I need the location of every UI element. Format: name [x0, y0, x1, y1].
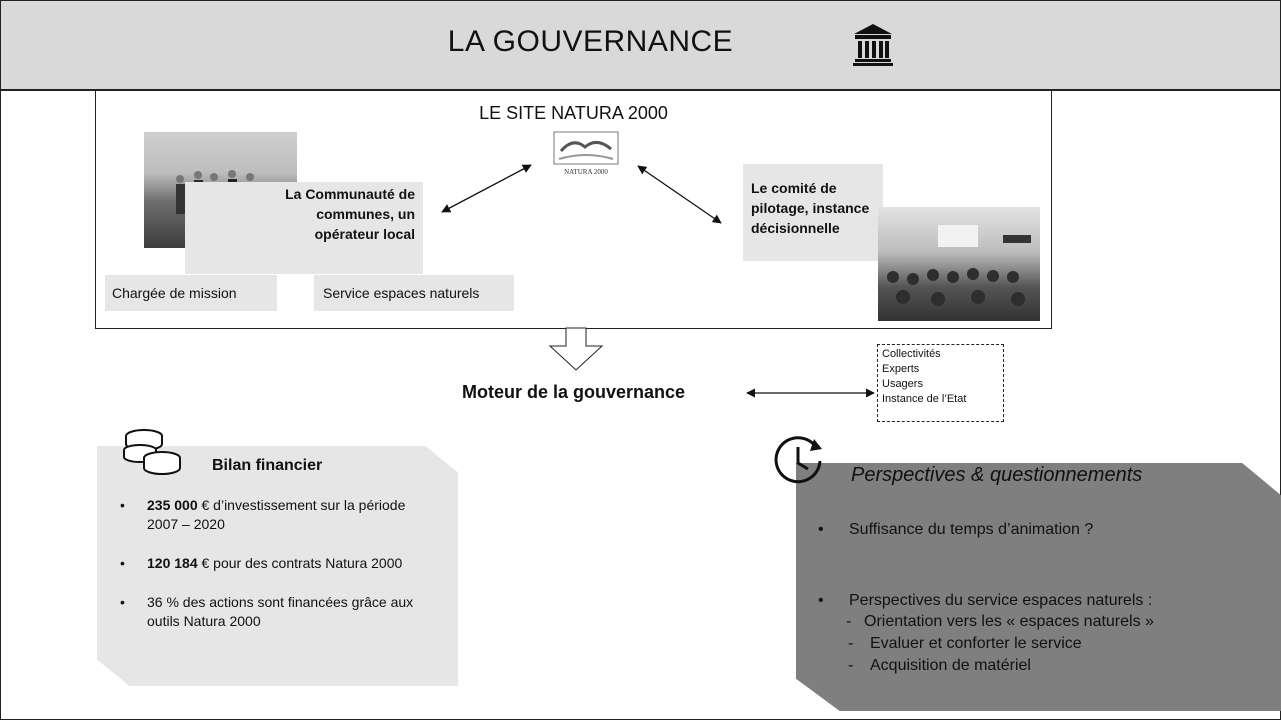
finance-amount: 235 000	[147, 497, 198, 513]
community-label-box: La Communauté de communes, un opérateur …	[185, 182, 423, 274]
finance-list: • 235 000 € d’investissement sur la péri…	[120, 496, 430, 651]
bullet: •	[120, 594, 125, 610]
finance-item: • 36 % des actions sont financées grâce …	[120, 593, 430, 631]
finance-text: € pour des contrats Natura 2000	[197, 555, 403, 571]
finance-item: • 120 184 € pour des contrats Natura 200…	[120, 554, 430, 573]
arrow-site-copil	[637, 165, 722, 224]
site-title: LE SITE NATURA 2000	[479, 103, 668, 123]
perspective-subitem: - Orientation vers les « espaces naturel…	[846, 613, 1154, 630]
perspective-text: Perspectives du service espaces naturels…	[849, 592, 1153, 609]
actor-item: Usagers	[882, 378, 923, 390]
perspective-subtext: Acquisition de matériel	[870, 657, 1031, 674]
steering-committee-label: Le comité de pilotage, instance décision…	[751, 180, 870, 236]
community-label: La Communauté de communes, un opérateur …	[285, 186, 415, 242]
clock-icon	[774, 436, 822, 484]
perspectives-list: • Suffisance du temps d’animation ? • Pe…	[818, 520, 1258, 677]
perspective-subitem: - Evaluer et conforter le service	[848, 635, 1082, 652]
natura-site-box: LE SITE NATURA 2000 NATURA 2000 La Commu…	[95, 90, 1052, 329]
actor-item: Instance de l’Etat	[882, 393, 967, 405]
finance-text: 36 % des actions sont financées grâce au…	[147, 594, 414, 629]
perspective-subtext: Orientation vers les « espaces naturels …	[864, 613, 1154, 630]
perspective-text: Suffisance du temps d’animation ?	[849, 521, 1094, 538]
actors-box: Collectivités Experts Usagers Instance d…	[877, 344, 1004, 422]
finance-title: Bilan financier	[212, 457, 323, 474]
perspectives-title: Perspectives & questionnements	[851, 464, 1143, 486]
perspective-subtext: Evaluer et conforter le service	[870, 635, 1082, 652]
page-title: LA GOUVERNANCE	[447, 25, 734, 58]
perspective-item: • Suffisance du temps d’animation ?	[818, 520, 1258, 540]
bullet: •	[818, 521, 824, 538]
governance-engine-label: Moteur de la gouvernance	[462, 382, 686, 402]
coins-icon	[123, 429, 181, 475]
meeting-photo	[878, 207, 1040, 321]
perspectives-panel	[796, 463, 1281, 711]
arrow-cc-site	[441, 164, 532, 213]
svg-text:NATURA 2000: NATURA 2000	[564, 168, 608, 176]
actor-item: Experts	[882, 363, 920, 375]
finance-amount: 120 184	[147, 555, 198, 571]
actor-item: Collectivités	[882, 348, 941, 360]
tag-service-espaces: Service espaces naturels	[314, 275, 514, 311]
perspective-item: • Perspectives du service espaces nature…	[818, 591, 1258, 611]
tag-charge-mission: Chargée de mission	[105, 275, 277, 311]
perspective-subitem: - Acquisition de matériel	[848, 657, 1031, 674]
finance-item: • 235 000 € d’investissement sur la péri…	[120, 496, 430, 534]
down-arrow	[548, 327, 604, 371]
finance-panel	[97, 446, 458, 686]
bullet: •	[818, 592, 824, 609]
steering-committee-box: Le comité de pilotage, instance décision…	[743, 164, 883, 261]
bullet: •	[120, 497, 125, 513]
finance-text: € d’investissement sur la période 2007 –…	[147, 497, 406, 532]
bullet: •	[120, 555, 125, 571]
temple-icon	[853, 24, 893, 66]
natura-2000-logo: NATURA 2000	[553, 131, 619, 176]
